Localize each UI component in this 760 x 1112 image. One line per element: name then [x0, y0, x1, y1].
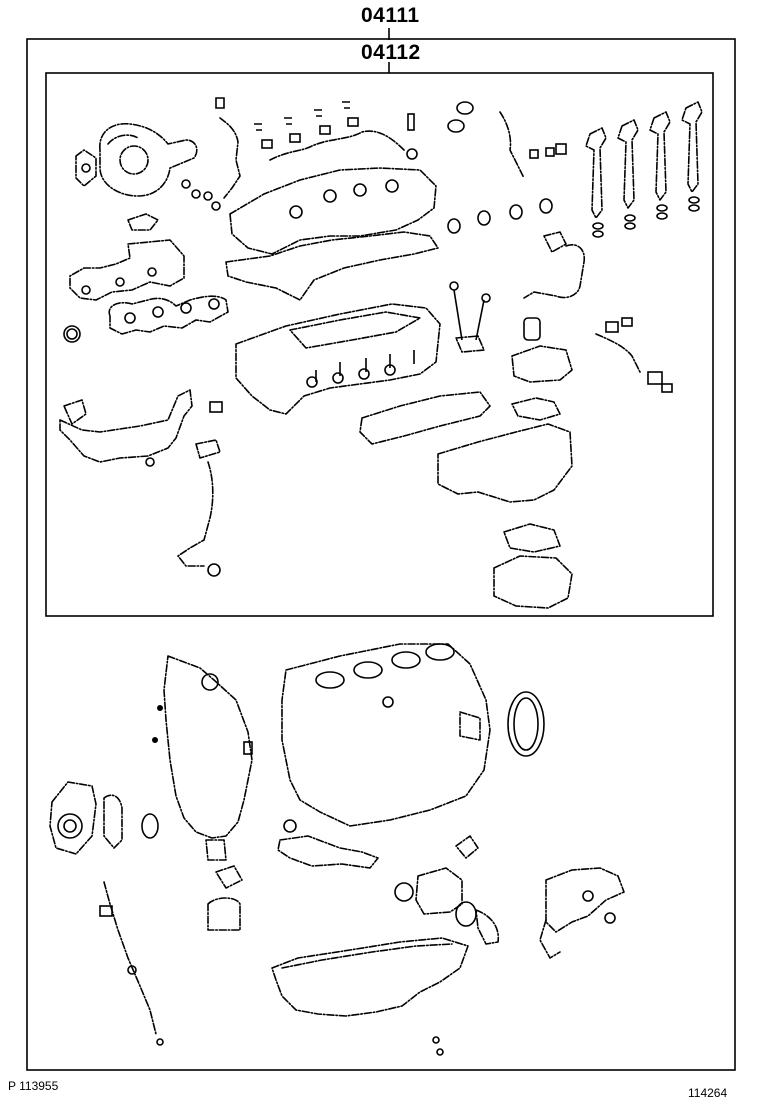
cylinder-head-cover-icon[interactable] [225, 167, 439, 301]
valve-stem-seal-icon [447, 198, 553, 234]
oil-pipe-icon[interactable] [177, 439, 221, 567]
footer-right-code: 114264 [688, 1086, 728, 1100]
cylinder-head-icon[interactable] [235, 303, 441, 415]
egr-pipe-icon[interactable] [523, 231, 586, 299]
rear-oil-seal-icon[interactable] [507, 691, 545, 757]
o-ring-icon [63, 325, 81, 343]
outer-kit-frame [26, 38, 736, 1071]
exhaust-manifold-icon[interactable] [69, 213, 229, 335]
thermostat-housing-icon[interactable] [394, 835, 500, 945]
oil-filter-icon[interactable] [207, 897, 241, 931]
footer-left-code: P 113955 [8, 1079, 59, 1093]
head-gasket-icon[interactable] [359, 391, 491, 445]
egr-cooler-icon[interactable] [59, 389, 223, 467]
inner-kit-frame [45, 72, 714, 617]
throttle-gasket-icon [503, 523, 561, 553]
timing-cover-icon[interactable] [152, 655, 253, 861]
water-outlet-icon[interactable] [539, 867, 625, 959]
water-pump-icon[interactable] [49, 781, 159, 855]
intake-manifold-icon[interactable] [437, 345, 573, 503]
oil-pan-icon[interactable] [271, 937, 469, 1056]
sensor-wire-icon [499, 111, 525, 179]
oil-strainer-icon[interactable] [277, 835, 379, 869]
small-gasket-icon [181, 179, 221, 211]
turbocharger-icon[interactable] [75, 123, 198, 197]
inner-kit-part-number[interactable]: 04112 [361, 41, 421, 64]
glow-plug-set-icon [215, 97, 418, 199]
engine-block-icon[interactable] [281, 643, 491, 827]
valve-icon [449, 281, 491, 353]
injector-icon[interactable] [585, 101, 703, 238]
boot-icon [523, 317, 541, 341]
outer-kit-part-number[interactable]: 04111 [361, 4, 420, 27]
oil-dipstick-icon[interactable] [103, 881, 157, 1035]
throttle-body-icon[interactable] [493, 555, 573, 609]
bolt-icon [407, 101, 474, 133]
strainer-gasket-icon [215, 865, 243, 889]
glow-plug-connector-icon [595, 317, 673, 393]
